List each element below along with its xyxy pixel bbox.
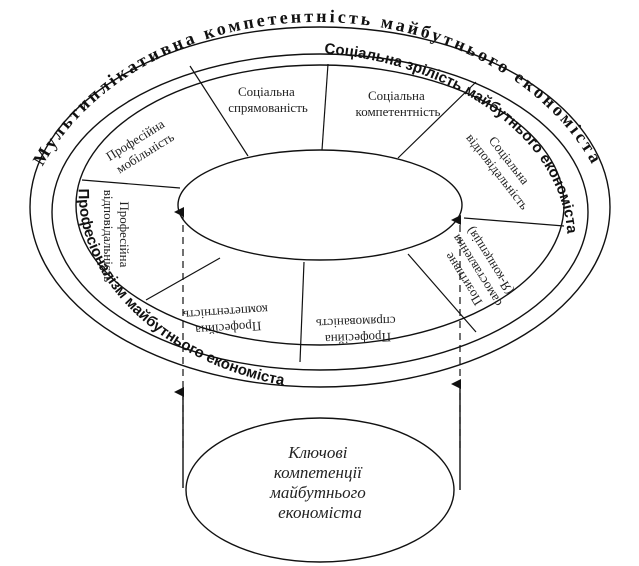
sector-prof-responsibility: Професійна відповідальність	[101, 190, 132, 283]
middle-ring	[51, 53, 589, 371]
sector-prof-orientation: Професійна спрямованість	[316, 314, 397, 348]
center-ellipse	[177, 149, 463, 261]
core-ellipse	[185, 417, 455, 563]
sector-prof-competence: Професійна компетентність	[183, 302, 270, 339]
core-arrows	[174, 379, 461, 490]
sector-social-orientation: Соціальна спрямованість	[228, 84, 308, 115]
sector-social-competence: Соціальна компетентність	[356, 88, 441, 119]
outer-ring	[29, 26, 611, 388]
sector-prof-mobility: Професійна мобільність	[103, 114, 178, 177]
inner-ring	[75, 64, 565, 346]
core-competences-label: Ключові компетенції майбутнього економіс…	[269, 443, 370, 522]
sector-social-self-presentation: Позитивне самоставлення (Я-концепція)	[433, 221, 518, 318]
